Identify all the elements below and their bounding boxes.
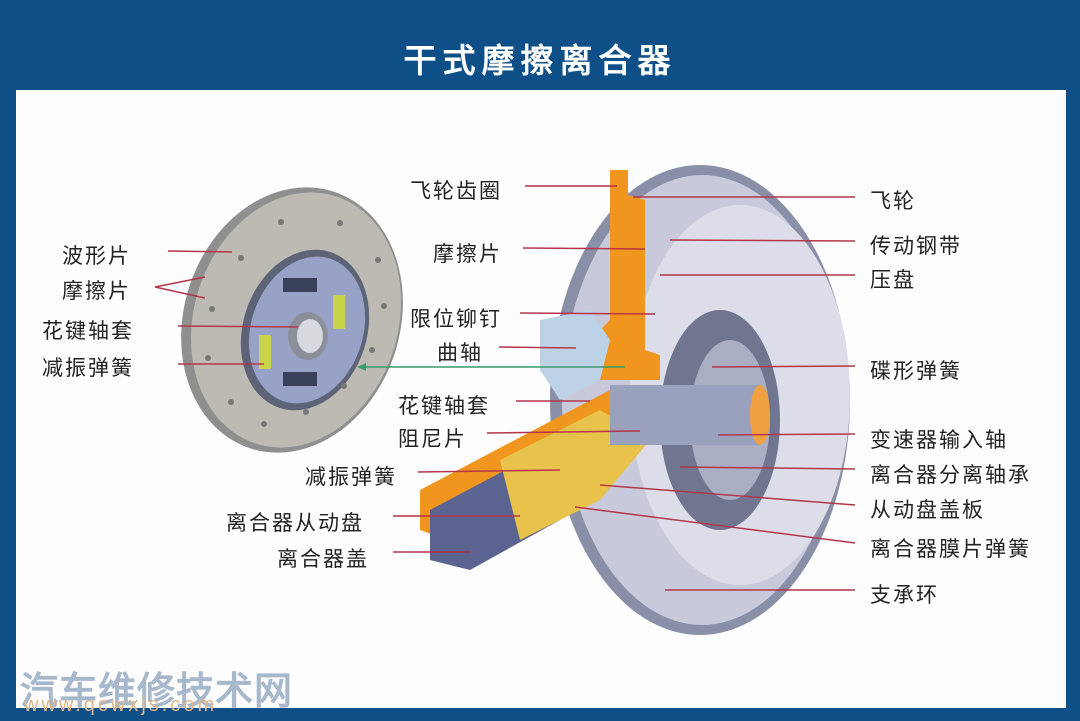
watermark-text: 汽车维修技术网: [20, 669, 294, 713]
label-friction-lining-2: 摩擦片: [433, 242, 502, 266]
label-pressure-plate: 压盘: [870, 268, 916, 292]
leader-lines: [154, 185, 856, 591]
label-transmission-input-shaft: 变速器输入轴: [870, 428, 1008, 452]
label-friction-lining: 摩擦片: [62, 279, 131, 303]
label-damper-spring: 减振弹簧: [42, 356, 134, 380]
label-flywheel-ring-gear: 飞轮齿圈: [410, 179, 502, 203]
label-damper-spring-2: 减振弹簧: [305, 465, 397, 489]
label-support-ring: 支承环: [870, 583, 939, 607]
diagram-canvas: [16, 90, 1066, 708]
label-disc-spring: 碟形弹簧: [870, 359, 962, 383]
label-flywheel: 飞轮: [870, 189, 916, 213]
label-damping-plate: 阻尼片: [398, 427, 467, 451]
label-clutch-driven-disc: 离合器从动盘: [226, 511, 364, 535]
clutch-disc-icon: [181, 187, 403, 453]
diagram-title: 干式摩擦离合器: [403, 41, 677, 80]
label-spline-hub: 花键轴套: [42, 319, 134, 343]
label-driven-disc-cover-plate: 从动盘盖板: [870, 498, 985, 522]
label-wave-spring: 波形片: [62, 244, 131, 268]
label-clutch-cover: 离合器盖: [277, 547, 369, 571]
label-crankshaft: 曲轴: [437, 341, 483, 365]
label-spline-hub-2: 花键轴套: [398, 394, 490, 418]
label-drive-strap: 传动钢带: [870, 234, 962, 258]
assembly-arrow-icon: [357, 363, 625, 371]
clutch-assembly-icon: [420, 165, 850, 635]
label-stop-rivet: 限位铆钉: [410, 307, 502, 331]
label-release-bearing: 离合器分离轴承: [870, 463, 1031, 487]
watermark-url: www.qcwxjs.com: [24, 694, 218, 716]
label-diaphragm-spring: 离合器膜片弹簧: [870, 537, 1031, 561]
